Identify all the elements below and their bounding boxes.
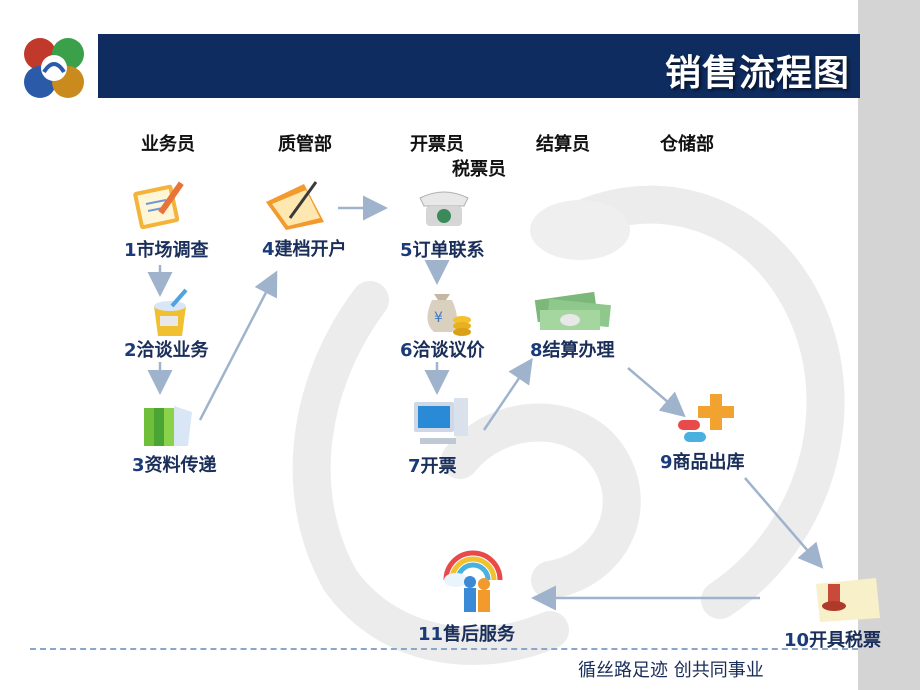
step-9: 9商品出库 <box>660 448 745 474</box>
column-header-tax-clerk: 税票员 <box>452 159 506 180</box>
header-bar <box>98 34 860 98</box>
column-header-quality: 质管部 <box>278 134 332 155</box>
step-9-label: 商品出库 <box>672 452 745 473</box>
step-7: 7开票 <box>408 452 457 478</box>
step-7-label: 开票 <box>420 456 457 477</box>
rainbow-people-icon <box>443 550 503 612</box>
step-6-number: 6 <box>400 340 413 361</box>
column-header-warehouse: 仓储部 <box>660 134 714 155</box>
step-8-number: 8 <box>530 340 543 361</box>
company-logo <box>24 38 84 98</box>
step-11-label: 售后服务 <box>443 624 516 645</box>
step-10: 10开具税票 <box>784 626 881 652</box>
step-1: 1市场调查 <box>124 236 209 262</box>
banknotes-icon <box>534 291 611 330</box>
step-10-number: 10 <box>784 630 810 651</box>
footer-divider <box>30 648 858 650</box>
step-11-number: 11 <box>418 624 444 645</box>
cup-icon <box>154 288 188 336</box>
footer-slogan: 循丝路足迹 创共同事业 <box>578 660 764 681</box>
step-4-number: 4 <box>262 239 275 260</box>
step-4-label: 建档开户 <box>274 239 347 260</box>
step-10-label: 开具税票 <box>809 630 882 651</box>
clipboard-pencil-icon <box>133 181 184 230</box>
step-11: 11售后服务 <box>418 620 515 646</box>
step-6-label: 洽谈议价 <box>412 340 485 361</box>
step-2-number: 2 <box>124 340 137 361</box>
stamp-icon <box>816 578 880 622</box>
right-side-band <box>858 0 920 690</box>
step-7-number: 7 <box>408 456 421 477</box>
step-3-label: 资料传递 <box>144 455 217 476</box>
step-1-label: 市场调查 <box>136 240 209 261</box>
computer-icon <box>414 398 468 444</box>
medicine-icon <box>678 394 734 442</box>
svg-text:¥: ¥ <box>434 310 443 326</box>
step-9-number: 9 <box>660 452 673 473</box>
step-3-number: 3 <box>132 455 145 476</box>
telephone-icon <box>419 191 469 226</box>
step-8: 8结算办理 <box>530 336 615 362</box>
step-6: 6洽谈议价 <box>400 336 485 362</box>
column-header-invoicer: 开票员 <box>410 134 464 155</box>
column-header-sales: 业务员 <box>141 134 195 155</box>
step-5-label: 订单联系 <box>412 240 485 261</box>
step-1-number: 1 <box>124 240 137 261</box>
column-header-settlement: 结算员 <box>536 134 590 155</box>
step-2: 2洽谈业务 <box>124 336 209 362</box>
page-title: 销售流程图 <box>664 53 850 94</box>
step-4: 4建档开户 <box>262 235 347 261</box>
step-5-number: 5 <box>400 240 413 261</box>
books-icon <box>144 406 192 446</box>
step-3: 3资料传递 <box>132 451 217 477</box>
step-8-label: 结算办理 <box>542 340 615 361</box>
money-bag-icon: ¥ <box>427 294 471 336</box>
step-5: 5订单联系 <box>400 236 485 262</box>
step-2-label: 洽谈业务 <box>136 340 209 361</box>
folder-icon <box>266 181 324 230</box>
